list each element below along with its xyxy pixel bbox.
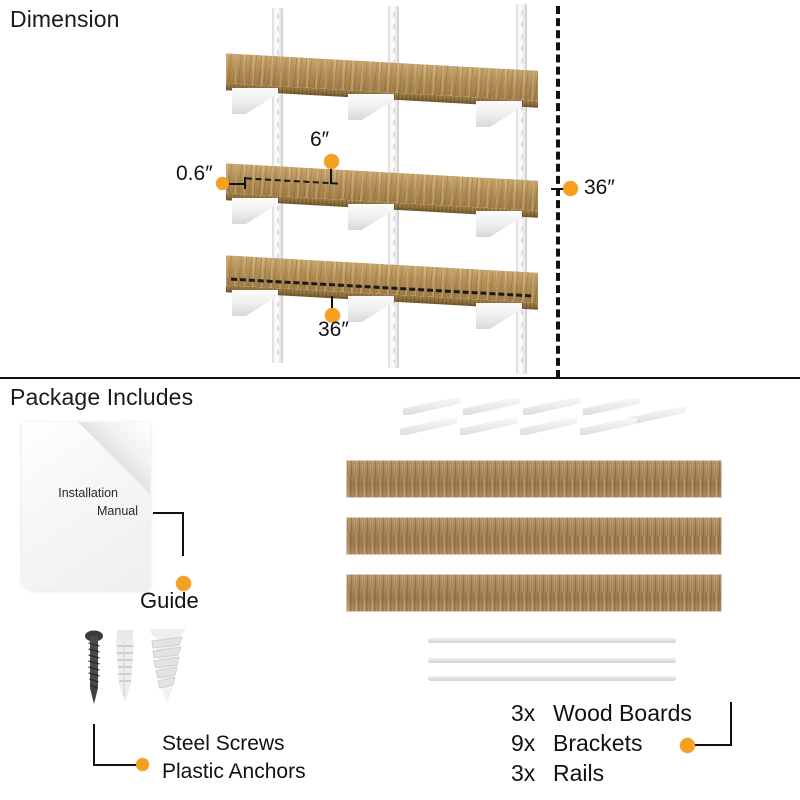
package-bracket-5	[629, 407, 686, 424]
height-reference-dashed-line	[556, 6, 560, 378]
package-bracket-6	[400, 418, 457, 435]
callout-thickness-label: 0.6″	[176, 162, 213, 185]
steel-screws-label: Steel Screws	[162, 732, 285, 755]
package-wood-board-2	[346, 517, 722, 555]
package-bracket-8	[520, 418, 577, 435]
steel-screw-icon	[85, 630, 103, 704]
callout-board-length-label: 36″	[318, 318, 349, 341]
package-rail-1	[428, 638, 676, 643]
fastener-leader-horizontal	[93, 764, 140, 766]
package-wood-board-1	[346, 460, 722, 498]
callout-board-length-dot	[325, 308, 340, 323]
callout-board-length-leader	[331, 296, 333, 312]
callout-thickness-dot	[216, 177, 229, 190]
section-divider	[0, 377, 800, 379]
callout-height-label: 36″	[584, 176, 615, 199]
manual-title-line1: Installation	[58, 486, 118, 500]
parts-name-wood-boards: Wood Boards	[553, 700, 692, 726]
callout-depth-label: 6″	[310, 128, 330, 151]
callout-thickness-tick	[244, 177, 246, 189]
parts-name-brackets: Brackets	[553, 730, 643, 756]
installation-manual-illustration: Installation Manual	[22, 422, 150, 590]
package-bracket-9	[580, 418, 637, 435]
package-rail-3	[428, 676, 676, 681]
package-bracket-3	[523, 398, 580, 415]
package-wood-board-3	[346, 574, 722, 612]
callout-thickness-leader	[224, 183, 246, 185]
guide-label: Guide	[140, 588, 199, 613]
manual-title-line2: Manual	[97, 504, 138, 518]
callout-depth-dot	[324, 154, 339, 169]
parts-dot	[680, 738, 695, 753]
dimension-section: Dimension	[0, 0, 800, 378]
package-rail-2	[428, 658, 676, 663]
parts-qty-wood-boards: 3x	[511, 700, 536, 726]
parts-row-wood-boards: 3x Wood Boards	[511, 700, 692, 727]
parts-qty-rails: 3x	[511, 760, 536, 786]
plastic-anchor-spiral-icon	[148, 629, 186, 703]
parts-row-rails: 3x Rails	[511, 760, 604, 787]
package-section-title: Package Includes	[10, 384, 194, 410]
package-includes-section: Package Includes Installation Manual Gui…	[0, 380, 800, 800]
package-bracket-2	[463, 398, 520, 415]
fastener-dot	[136, 758, 149, 771]
package-bracket-4	[583, 398, 640, 415]
callout-depth-leader	[330, 162, 332, 184]
parts-name-rails: Rails	[553, 760, 605, 786]
parts-qty-brackets: 9x	[511, 730, 536, 756]
parts-row-brackets: 9x Brackets	[511, 730, 642, 757]
dimension-section-title: Dimension	[10, 6, 120, 32]
plastic-anchor-ribbed-icon	[116, 630, 134, 702]
fastener-leader-vertical	[93, 724, 95, 766]
guide-leader-vertical	[182, 512, 184, 556]
guide-dot	[176, 576, 191, 591]
parts-leader-horizontal	[692, 744, 732, 746]
plastic-anchors-label: Plastic Anchors	[162, 760, 306, 783]
callout-height-leader	[551, 188, 567, 190]
callout-height-dot	[563, 181, 578, 196]
package-bracket-7	[460, 418, 517, 435]
package-bracket-1	[403, 398, 460, 415]
guide-leader-horizontal	[153, 512, 184, 514]
shelf-assembly-diagram	[0, 0, 800, 378]
parts-leader-vertical	[730, 702, 732, 746]
